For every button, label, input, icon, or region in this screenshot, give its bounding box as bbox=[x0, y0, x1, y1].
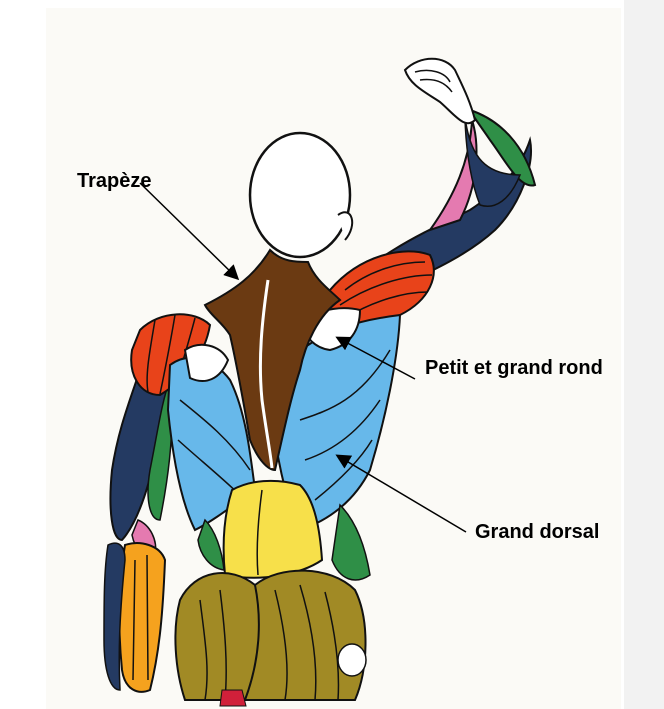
oblique-left bbox=[198, 520, 224, 570]
arrow-grand-dorsal bbox=[338, 456, 466, 532]
oblique-right bbox=[332, 505, 370, 580]
hand bbox=[405, 59, 475, 124]
red-fragment bbox=[220, 690, 246, 706]
left-forearm-orange bbox=[119, 543, 165, 692]
left-arm bbox=[104, 365, 172, 692]
lower-back bbox=[224, 481, 322, 578]
arrow-trapeze bbox=[140, 183, 237, 278]
hip-joint bbox=[338, 644, 366, 676]
glute-left bbox=[175, 573, 260, 700]
label-petit-grand-rond: Petit et grand rond bbox=[425, 357, 603, 380]
head bbox=[250, 133, 352, 257]
label-trapeze: Trapèze bbox=[77, 170, 151, 193]
label-grand-dorsal: Grand dorsal bbox=[475, 521, 599, 544]
glute-right bbox=[245, 571, 366, 700]
